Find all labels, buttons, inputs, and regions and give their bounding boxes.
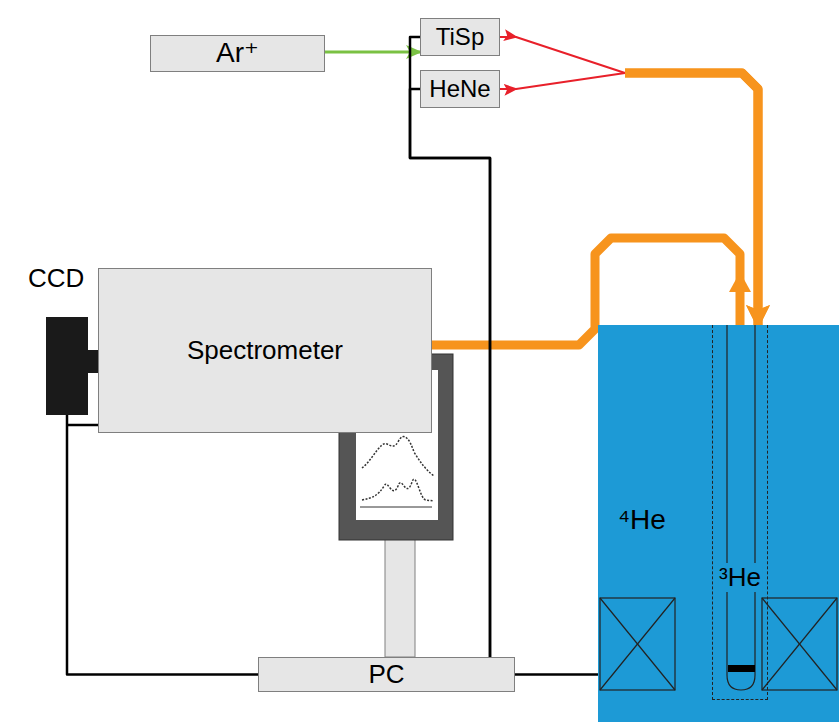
connector-line xyxy=(67,424,98,427)
node-label: Spectrometer xyxy=(187,336,343,365)
arrow-head xyxy=(729,272,751,292)
laser-box: TiSp xyxy=(420,18,500,56)
node-label: HeNe xyxy=(429,76,490,102)
laser-box: Ar⁺ xyxy=(150,35,325,72)
pc-box: PC xyxy=(258,657,515,692)
ccd-body xyxy=(46,317,88,415)
connector xyxy=(515,674,598,675)
magnet-coil xyxy=(762,598,837,690)
connector-line xyxy=(67,415,258,675)
laser-box: HeNe xyxy=(420,70,500,108)
node-label: ³He xyxy=(718,563,762,592)
insert: ³He xyxy=(712,325,768,700)
cryostat: ³He ⁴He xyxy=(598,325,839,722)
connector xyxy=(67,415,258,675)
connector-line xyxy=(625,73,758,325)
ccd-mount xyxy=(88,350,98,373)
connector xyxy=(500,73,758,325)
magnet-coil xyxy=(600,598,675,690)
node-label: Ar⁺ xyxy=(216,38,259,69)
connector xyxy=(325,52,420,53)
node-label: TiSp xyxy=(436,24,484,50)
connector-line xyxy=(500,37,625,73)
node-label: ⁴He xyxy=(618,505,666,536)
sample xyxy=(728,665,755,672)
node-label: PC xyxy=(368,660,404,689)
connector-line xyxy=(500,73,625,89)
connector xyxy=(67,425,98,426)
spectrometer-box: Spectrometer xyxy=(98,268,432,433)
sample-tube xyxy=(727,325,755,690)
ccd-camera: CCD xyxy=(28,260,102,417)
node-label: CCD xyxy=(28,264,84,293)
connector xyxy=(500,37,758,325)
connector-line xyxy=(515,673,598,676)
connector-line xyxy=(325,51,420,54)
connector-line xyxy=(625,73,758,325)
